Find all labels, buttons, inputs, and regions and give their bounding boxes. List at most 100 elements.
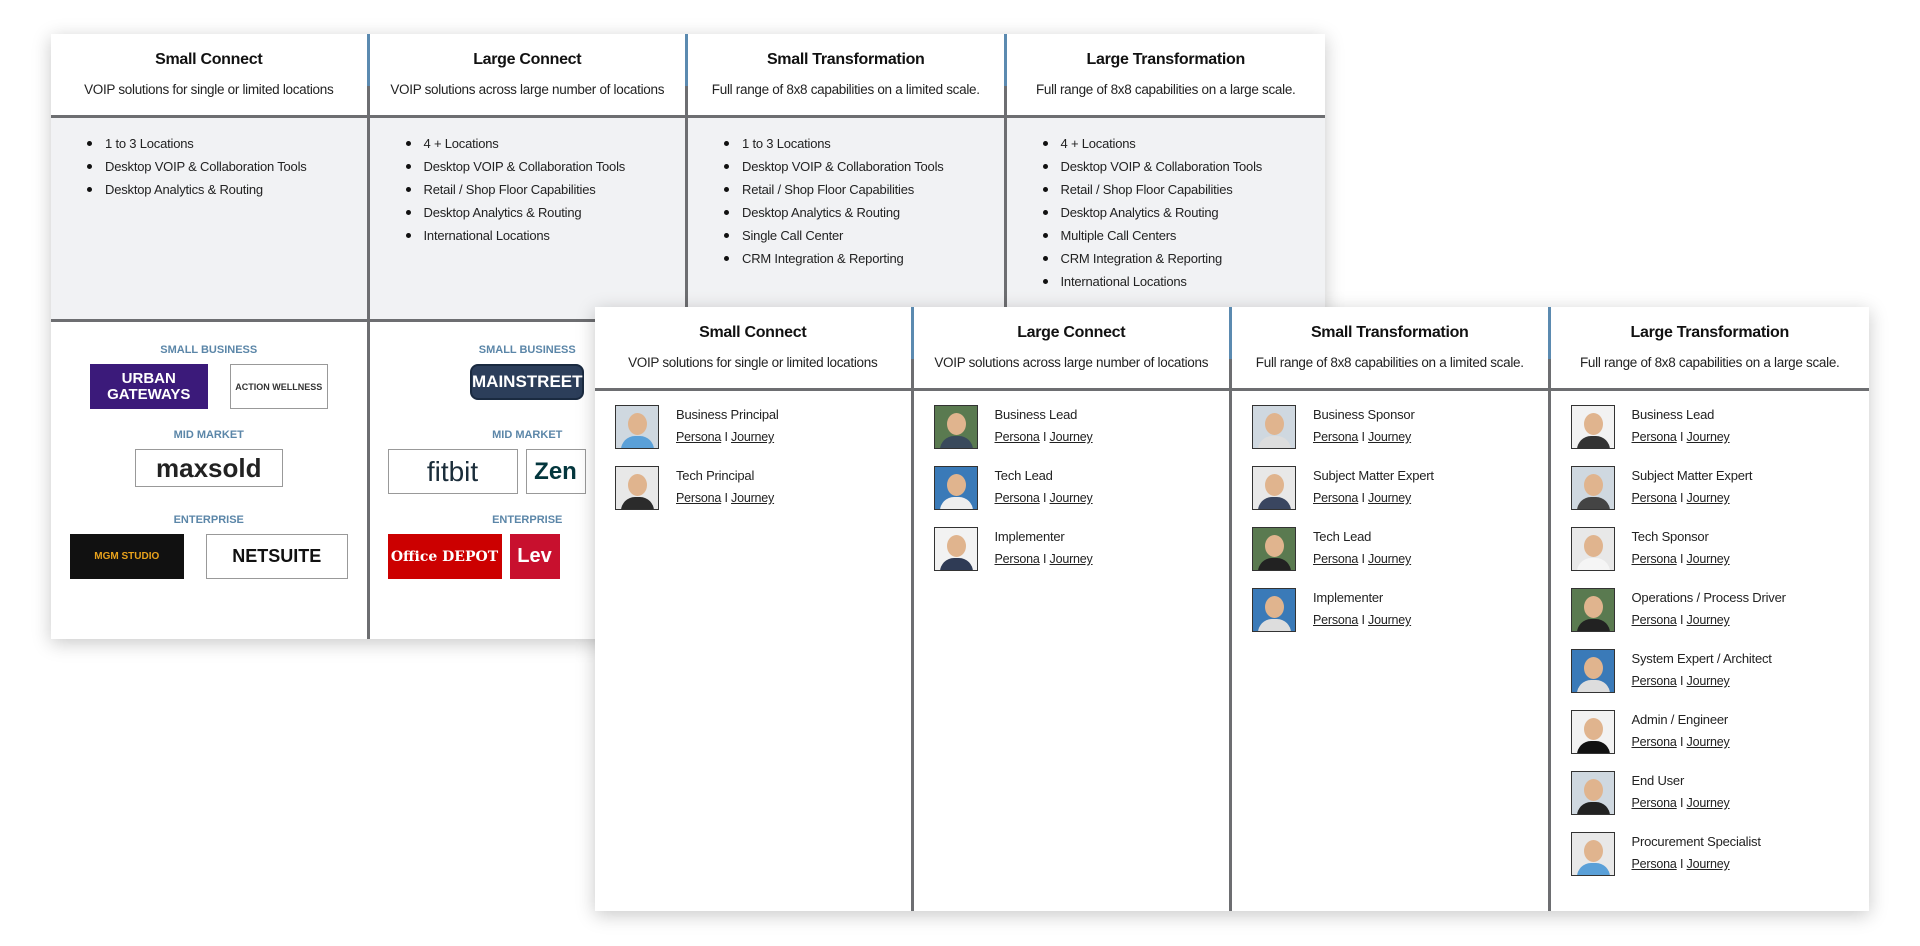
persona-link[interactable]: Persona (994, 491, 1040, 505)
persona-item: Subject Matter Expert Persona I Journey (1232, 466, 1548, 527)
journey-link[interactable]: Journey (1368, 491, 1412, 505)
persona-item: Tech Principal Persona I Journey (595, 466, 911, 527)
customer-logo: MAINSTREET (470, 364, 585, 400)
persona-item: Tech Lead Persona I Journey (914, 466, 1230, 527)
persona-photo (1570, 710, 1615, 754)
persona-photo (933, 405, 978, 449)
tier-title: Large Transformation (1630, 324, 1790, 341)
persona-photo (615, 466, 659, 510)
journey-link[interactable]: Journey (731, 491, 775, 505)
customer-logo: NETSUITE (205, 534, 348, 579)
link-separator: I (1361, 491, 1365, 505)
persona-item: Business Principal Persona I Journey (595, 405, 911, 466)
persona-link[interactable]: Persona (1631, 613, 1677, 627)
journey-link[interactable]: Journey (1049, 491, 1093, 505)
link-separator: I (1679, 857, 1684, 871)
feature-item: International Locations (405, 228, 686, 251)
persona-role: Implementer (1313, 590, 1384, 605)
persona-item: Business Lead Persona I Journey (914, 405, 1230, 466)
feature-item: CRM Integration & Reporting (1042, 251, 1326, 274)
journey-link[interactable]: Journey (1686, 796, 1730, 810)
persona-item: Admin / Engineer Persona I Journey (1551, 710, 1870, 771)
customer-logo: MGM STUDIO (69, 534, 184, 579)
link-separator: I (1679, 430, 1684, 444)
persona-link[interactable]: Persona (1313, 613, 1359, 627)
journey-link[interactable]: Journey (1686, 491, 1730, 505)
link-separator: I (724, 430, 728, 444)
persona-item: Subject Matter Expert Persona I Journey (1551, 466, 1870, 527)
persona-link[interactable]: Persona (1631, 430, 1677, 444)
persona-item: System Expert / Architect Persona I Jour… (1551, 649, 1870, 710)
journey-link[interactable]: Journey (1686, 552, 1730, 566)
link-separator: I (1679, 613, 1684, 627)
persona-list: Business Principal Persona I Journey Tec… (595, 391, 911, 911)
persona-item: Implementer Persona I Journey (1232, 588, 1548, 649)
persona-link[interactable]: Persona (1631, 491, 1677, 505)
link-separator: I (1679, 491, 1684, 505)
feature-item: Desktop VOIP & Collaboration Tools (1042, 159, 1326, 182)
persona-link[interactable]: Persona (1313, 430, 1359, 444)
persona-link[interactable]: Persona (994, 552, 1040, 566)
persona-item: End User Persona I Journey (1551, 771, 1870, 832)
feature-item: Desktop Analytics & Routing (1042, 205, 1326, 228)
tier-subtitle: Full range of 8x8 capabilities on a larg… (1579, 355, 1840, 370)
persona-photo (615, 405, 659, 449)
link-separator: I (1361, 552, 1365, 566)
link-separator: I (1361, 613, 1365, 627)
persona-role: Tech Lead (994, 468, 1053, 483)
journey-link[interactable]: Journey (1049, 552, 1093, 566)
persona-link[interactable]: Persona (676, 430, 722, 444)
link-separator: I (1679, 674, 1684, 688)
persona-role: Subject Matter Expert (1631, 468, 1753, 483)
link-separator: I (1042, 430, 1047, 444)
persona-link[interactable]: Persona (1631, 857, 1677, 871)
feature-item: CRM Integration & Reporting (724, 251, 1004, 274)
persona-link[interactable]: Persona (1313, 552, 1359, 566)
persona-link[interactable]: Persona (1313, 491, 1359, 505)
persona-photo (1252, 588, 1296, 632)
logo-row: MGM STUDIO NETSUITE (51, 534, 367, 579)
feature-item: 1 to 3 Locations (724, 136, 1004, 159)
journey-link[interactable]: Journey (1686, 735, 1730, 749)
journey-link[interactable]: Journey (1368, 552, 1412, 566)
journey-link[interactable]: Journey (1049, 430, 1093, 444)
journey-link[interactable]: Journey (1686, 857, 1730, 871)
persona-link[interactable]: Persona (994, 430, 1040, 444)
persona-role: Business Sponsor (1313, 407, 1415, 422)
persona-item: Tech Sponsor Persona I Journey (1551, 527, 1870, 588)
persona-link[interactable]: Persona (1631, 735, 1677, 749)
journey-link[interactable]: Journey (1368, 613, 1412, 627)
journey-link[interactable]: Journey (1686, 430, 1730, 444)
journey-link[interactable]: Journey (1686, 613, 1730, 627)
persona-photo (1252, 527, 1296, 571)
persona-photo (1252, 466, 1296, 510)
journey-link[interactable]: Journey (1686, 674, 1730, 688)
persona-item: Business Sponsor Persona I Journey (1232, 405, 1548, 466)
link-separator: I (1042, 552, 1047, 566)
persona-role: Tech Lead (1313, 529, 1372, 544)
tier-title: Small Connect (699, 324, 807, 341)
persona-role: Subject Matter Expert (1313, 468, 1434, 483)
persona-link[interactable]: Persona (1631, 552, 1677, 566)
persona-link[interactable]: Persona (1631, 796, 1677, 810)
persona-photo (1570, 832, 1615, 876)
segment-label: ENTERPRISE (492, 514, 563, 526)
tier-title: Large Connect (1017, 324, 1126, 341)
feature-item: Desktop VOIP & Collaboration Tools (724, 159, 1004, 182)
persona-link[interactable]: Persona (1631, 674, 1677, 688)
journey-link[interactable]: Journey (731, 430, 775, 444)
logo-row: MAINSTREET (370, 364, 686, 409)
persona-link[interactable]: Persona (676, 491, 722, 505)
persona-photo (1570, 405, 1615, 449)
persona-photo (1252, 405, 1296, 449)
journey-link[interactable]: Journey (1368, 430, 1412, 444)
